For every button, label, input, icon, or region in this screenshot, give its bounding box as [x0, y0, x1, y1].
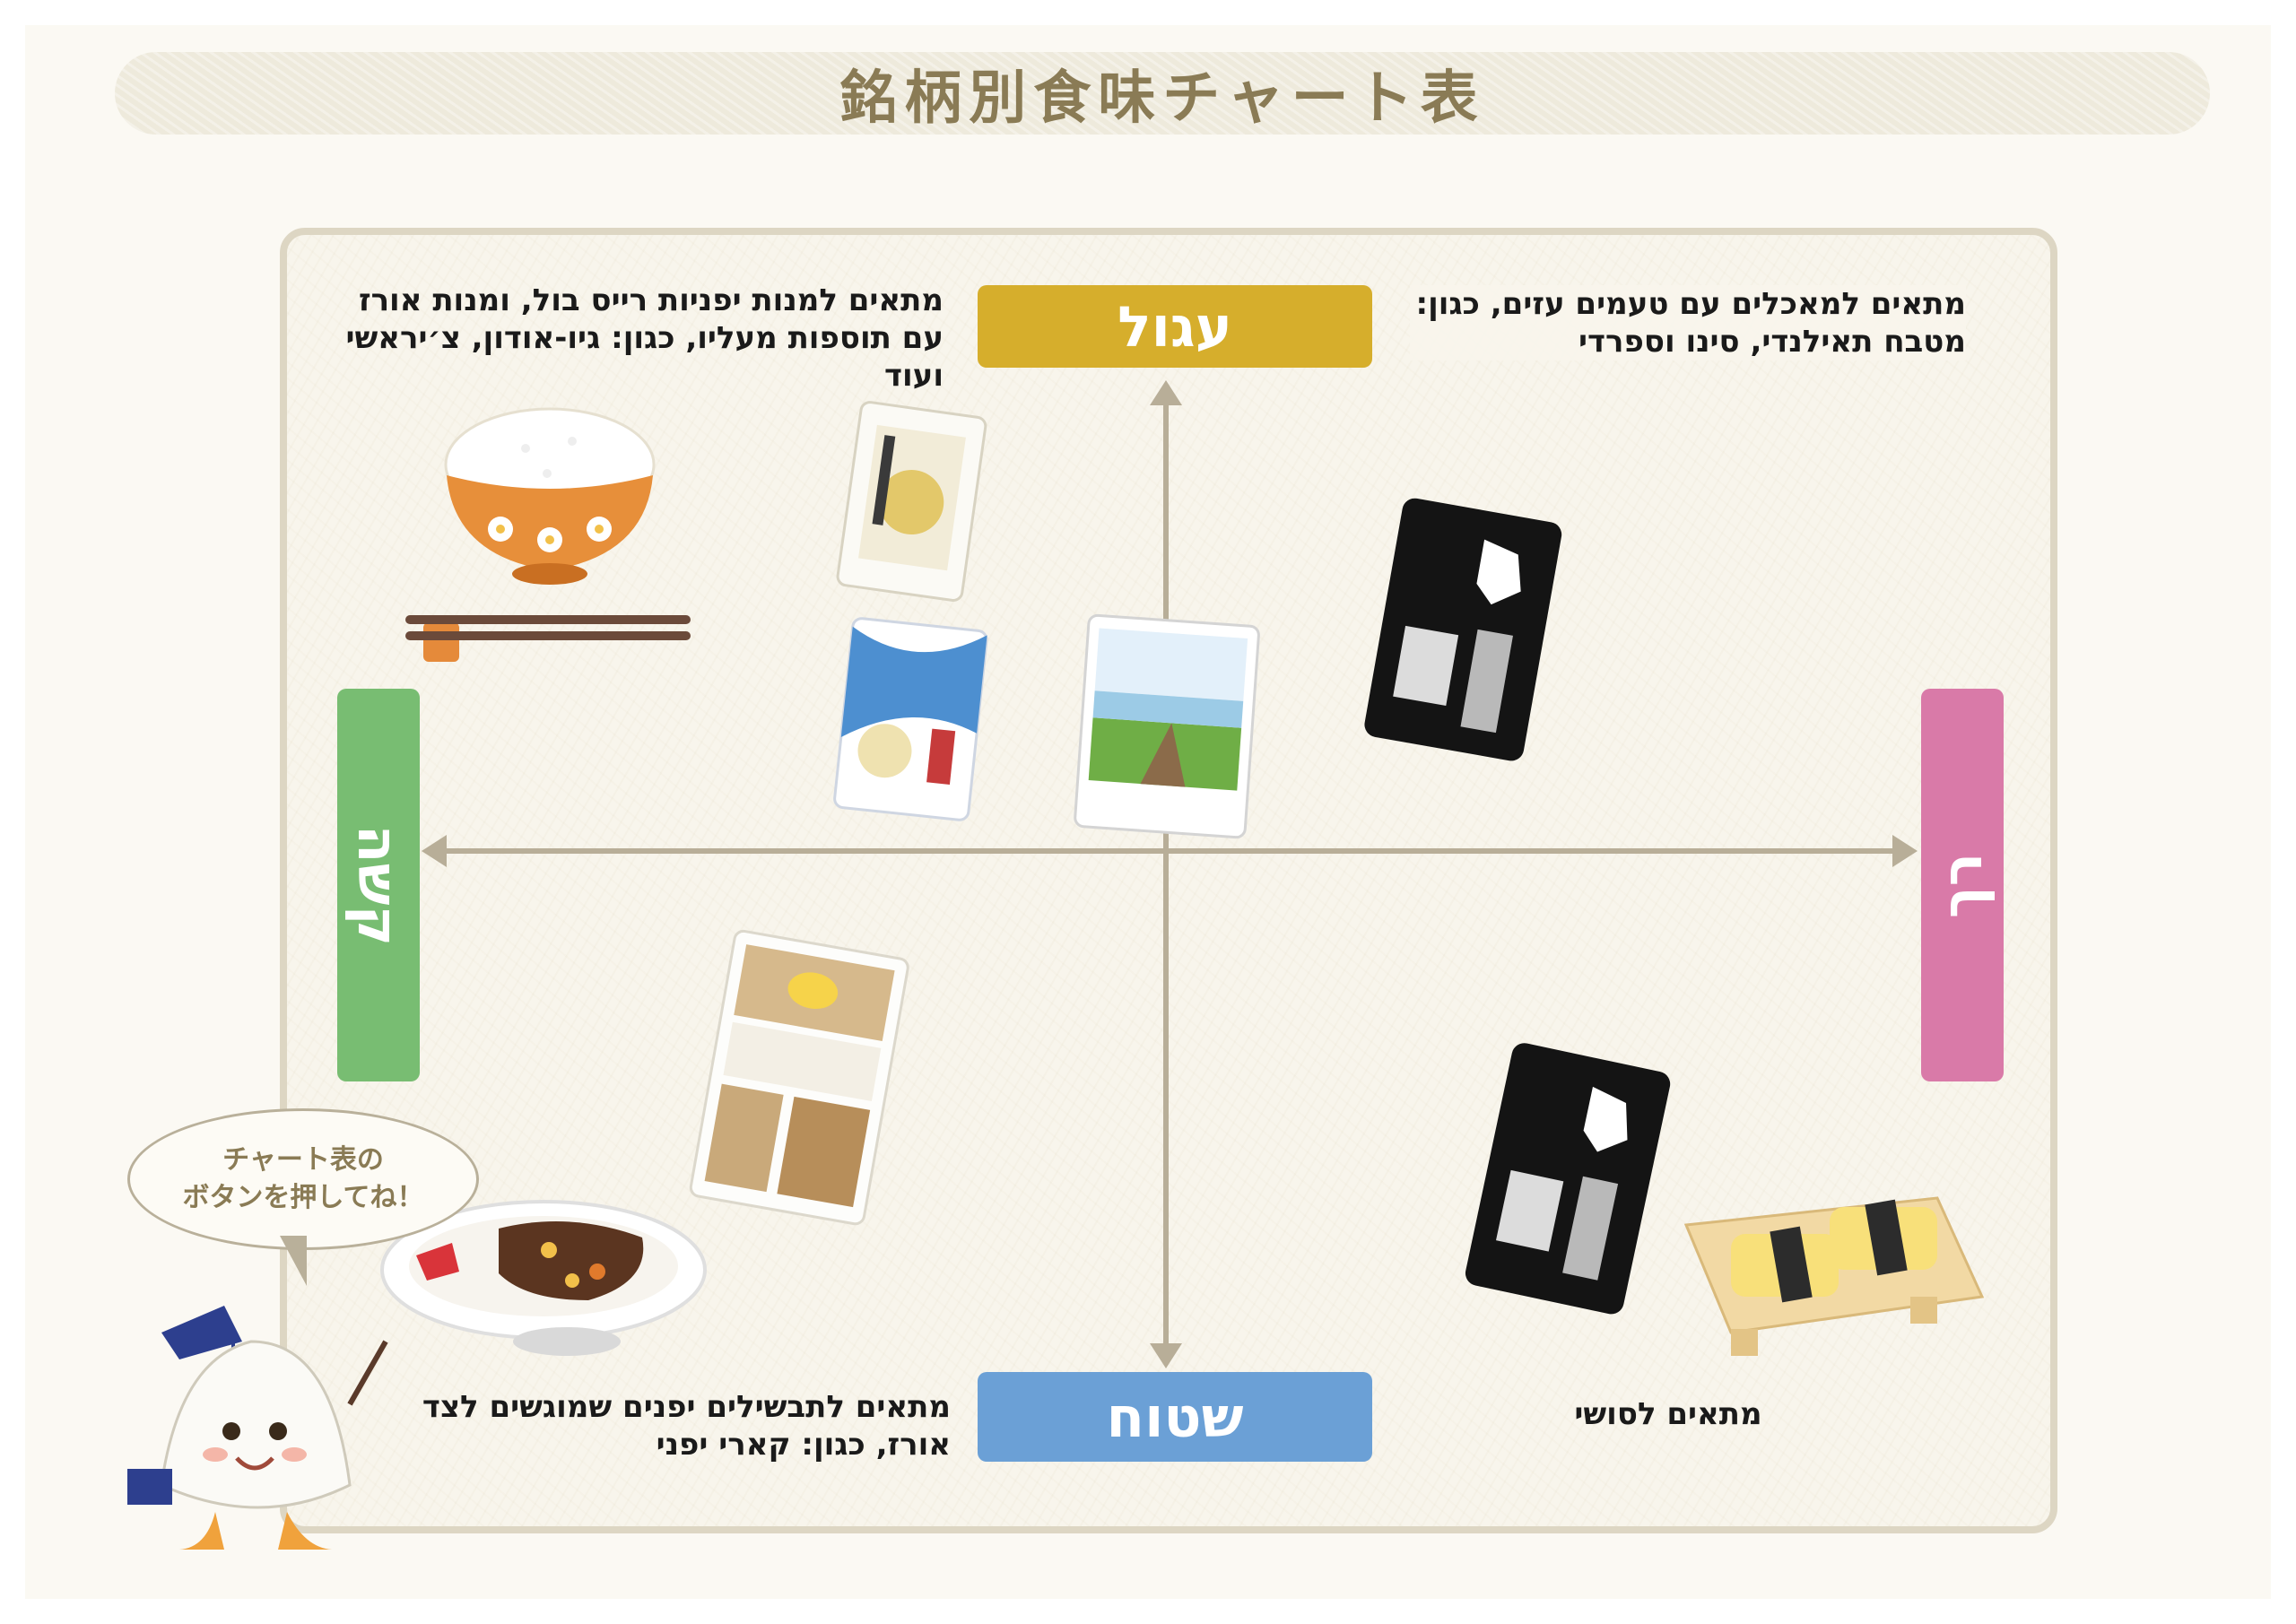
product-hitomebore-bottom	[1465, 1043, 1671, 1315]
axis-label-hard: קשה	[337, 689, 420, 1081]
product-niigata-koshihikari	[836, 401, 987, 602]
product-hitomebore-top	[1364, 498, 1562, 761]
product-kinmai-premium	[689, 929, 909, 1226]
arrow-left-icon	[422, 835, 447, 867]
rice-bowl-illustration	[444, 407, 656, 585]
title-banner: 銘柄別食味チャート表	[115, 52, 2210, 135]
axis-label-soft: רך	[1921, 689, 2004, 1081]
arrow-right-icon	[1892, 835, 1918, 867]
vertical-axis	[1163, 395, 1169, 1345]
speech-bubble-line-2: ボタンを押してね！	[182, 1182, 424, 1213]
chopsticks-illustration	[405, 615, 691, 662]
quadrant-description-top-left: מתאים למנות יפניות רייס בול, ומנות אורז …	[345, 282, 944, 394]
axis-label-round: עגול	[978, 285, 1372, 368]
product-toyama-koshihikari	[833, 617, 988, 821]
quadrant-description-top-right: מתאים למאכלים עם טעמים עזים, כגון: מטבח …	[1410, 285, 1966, 360]
product-akitakomachi	[1074, 613, 1260, 839]
speech-bubble-tail	[280, 1236, 307, 1286]
axis-label-hard-text: קשה	[345, 824, 412, 946]
axis-label-flat: שטוח	[978, 1372, 1372, 1462]
quadrant-description-bottom-left: מתאים לתבשילים יפנים שמוגשים לצד אורז, כ…	[422, 1389, 951, 1463]
axis-label-round-text: עגול	[1118, 293, 1232, 360]
axis-label-flat-text: שטוח	[1106, 1384, 1244, 1450]
arrow-up-icon	[1150, 380, 1182, 405]
page-title: 銘柄別食味チャート表	[839, 65, 1485, 132]
axis-label-soft-text: רך	[1929, 852, 1996, 918]
rice-ball-mascot-illustration	[127, 1306, 388, 1550]
speech-bubble-line-1: チャート表の	[222, 1144, 384, 1176]
arrow-down-icon	[1150, 1343, 1182, 1368]
curry-plate-illustration	[380, 1200, 707, 1356]
sushi-tamago-illustration	[1683, 1196, 1985, 1356]
quadrant-description-bottom-right: מתאים לסושי	[1574, 1396, 1762, 1432]
speech-bubble: チャート表の ボタンを押してね！	[127, 1108, 479, 1250]
